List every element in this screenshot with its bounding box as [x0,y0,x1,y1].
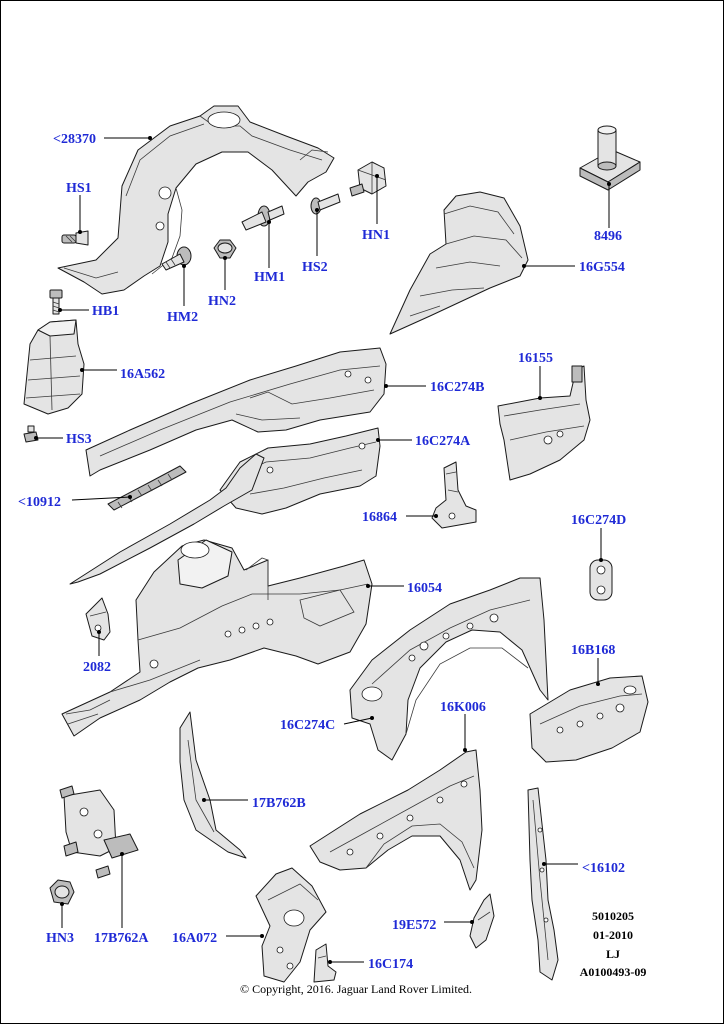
callout-hs1: HS1 [66,181,92,196]
callout-16c274a: 16C274A [415,434,471,449]
part-16c274a-lower-rail [219,427,381,515]
callout-16c174: 16C174 [368,957,413,972]
part-8496-mount [579,125,641,191]
callout-19e572: 19E572 [392,918,436,933]
callout-16054: 16054 [407,581,442,596]
part-2082-bracket [85,597,111,641]
part-16c174-bracket [313,943,337,983]
leader-lines [34,136,611,964]
info-line-1: 5010205 [592,909,634,923]
callout-17b762b: 17B762B [252,796,306,811]
callout-17b762a: 17B762A [94,931,149,946]
part-16864-brace [431,461,477,529]
part-hn3-nut [49,879,75,905]
part-hm1-bolt [241,205,285,231]
callout-hb1: HB1 [92,304,119,319]
callout-16c274b: 16C274B [430,380,484,395]
callout-28370: <28370 [53,132,96,147]
callout-16k006: 16K006 [440,700,486,715]
callout-16864: 16864 [362,510,397,525]
callout-16c274c: 16C274C [280,718,335,733]
callout-16155: 16155 [518,351,553,366]
callout-8496: 8496 [594,229,622,244]
callout-hn1: HN1 [362,228,390,243]
callout-10912: <10912 [18,495,61,510]
info-line-3: LJ [606,947,620,961]
callout-2082: 2082 [83,660,111,675]
part-16g554-splash-shield [389,191,529,335]
part-hs3-screw [23,425,39,443]
callout-hn2: HN2 [208,294,236,309]
info-line-4: A0100493-09 [580,965,647,979]
part-hs1-screw [61,230,89,246]
part-17b762b-bracket [179,711,247,859]
callout-16a072: 16A072 [172,931,217,946]
callout-hs3: HS3 [66,432,92,447]
callout-16c274d: 16C274D [571,513,626,528]
copyright-notice: © Copyright, 2016. Jaguar Land Rover Lim… [240,982,472,996]
part-hb1-bolt [49,289,63,315]
info-line-2: 01-2010 [593,928,633,942]
part-16a562-bracket [23,319,85,415]
part-hm2-stud [161,246,192,271]
part-hn2-nut [213,239,237,259]
part-16c274d-plate [589,559,613,601]
callout-hm2: HM2 [167,310,198,325]
callout-hn3: HN3 [46,931,74,946]
part-28370-wheel-arch-liner [57,105,335,295]
part-16102-vertical-rail [527,787,559,981]
part-16c274b-upper-rail [85,347,387,477]
part-hn1-clip-nut [349,161,387,197]
part-16a072-lower-bracket [255,867,327,983]
callout-16b168: 16B168 [571,643,615,658]
part-16c274c-inner-wheelhouse [349,577,549,761]
part-16b168-brace [529,675,649,763]
part-17b762a-hinge-bracket [59,785,139,879]
callout-16g554: 16G554 [579,260,625,275]
part-16054-main-body [61,453,373,737]
callout-16102: <16102 [582,861,625,876]
part-16155-bracket [497,365,591,481]
part-16k006-outer-wheelhouse [309,749,483,891]
part-19e572-bracket [469,893,495,949]
callout-hs2: HS2 [302,260,328,275]
callout-16a562: 16A562 [120,367,165,382]
callout-labels: <28370 HS1 HN1 8496 16G554 HM1 HS2 HN2 H… [18,132,626,972]
callout-hm1: HM1 [254,270,285,285]
info-block: 5010205 01-2010 LJ A0100493-09 [580,909,647,979]
part-10912-reinforcement [107,465,187,511]
